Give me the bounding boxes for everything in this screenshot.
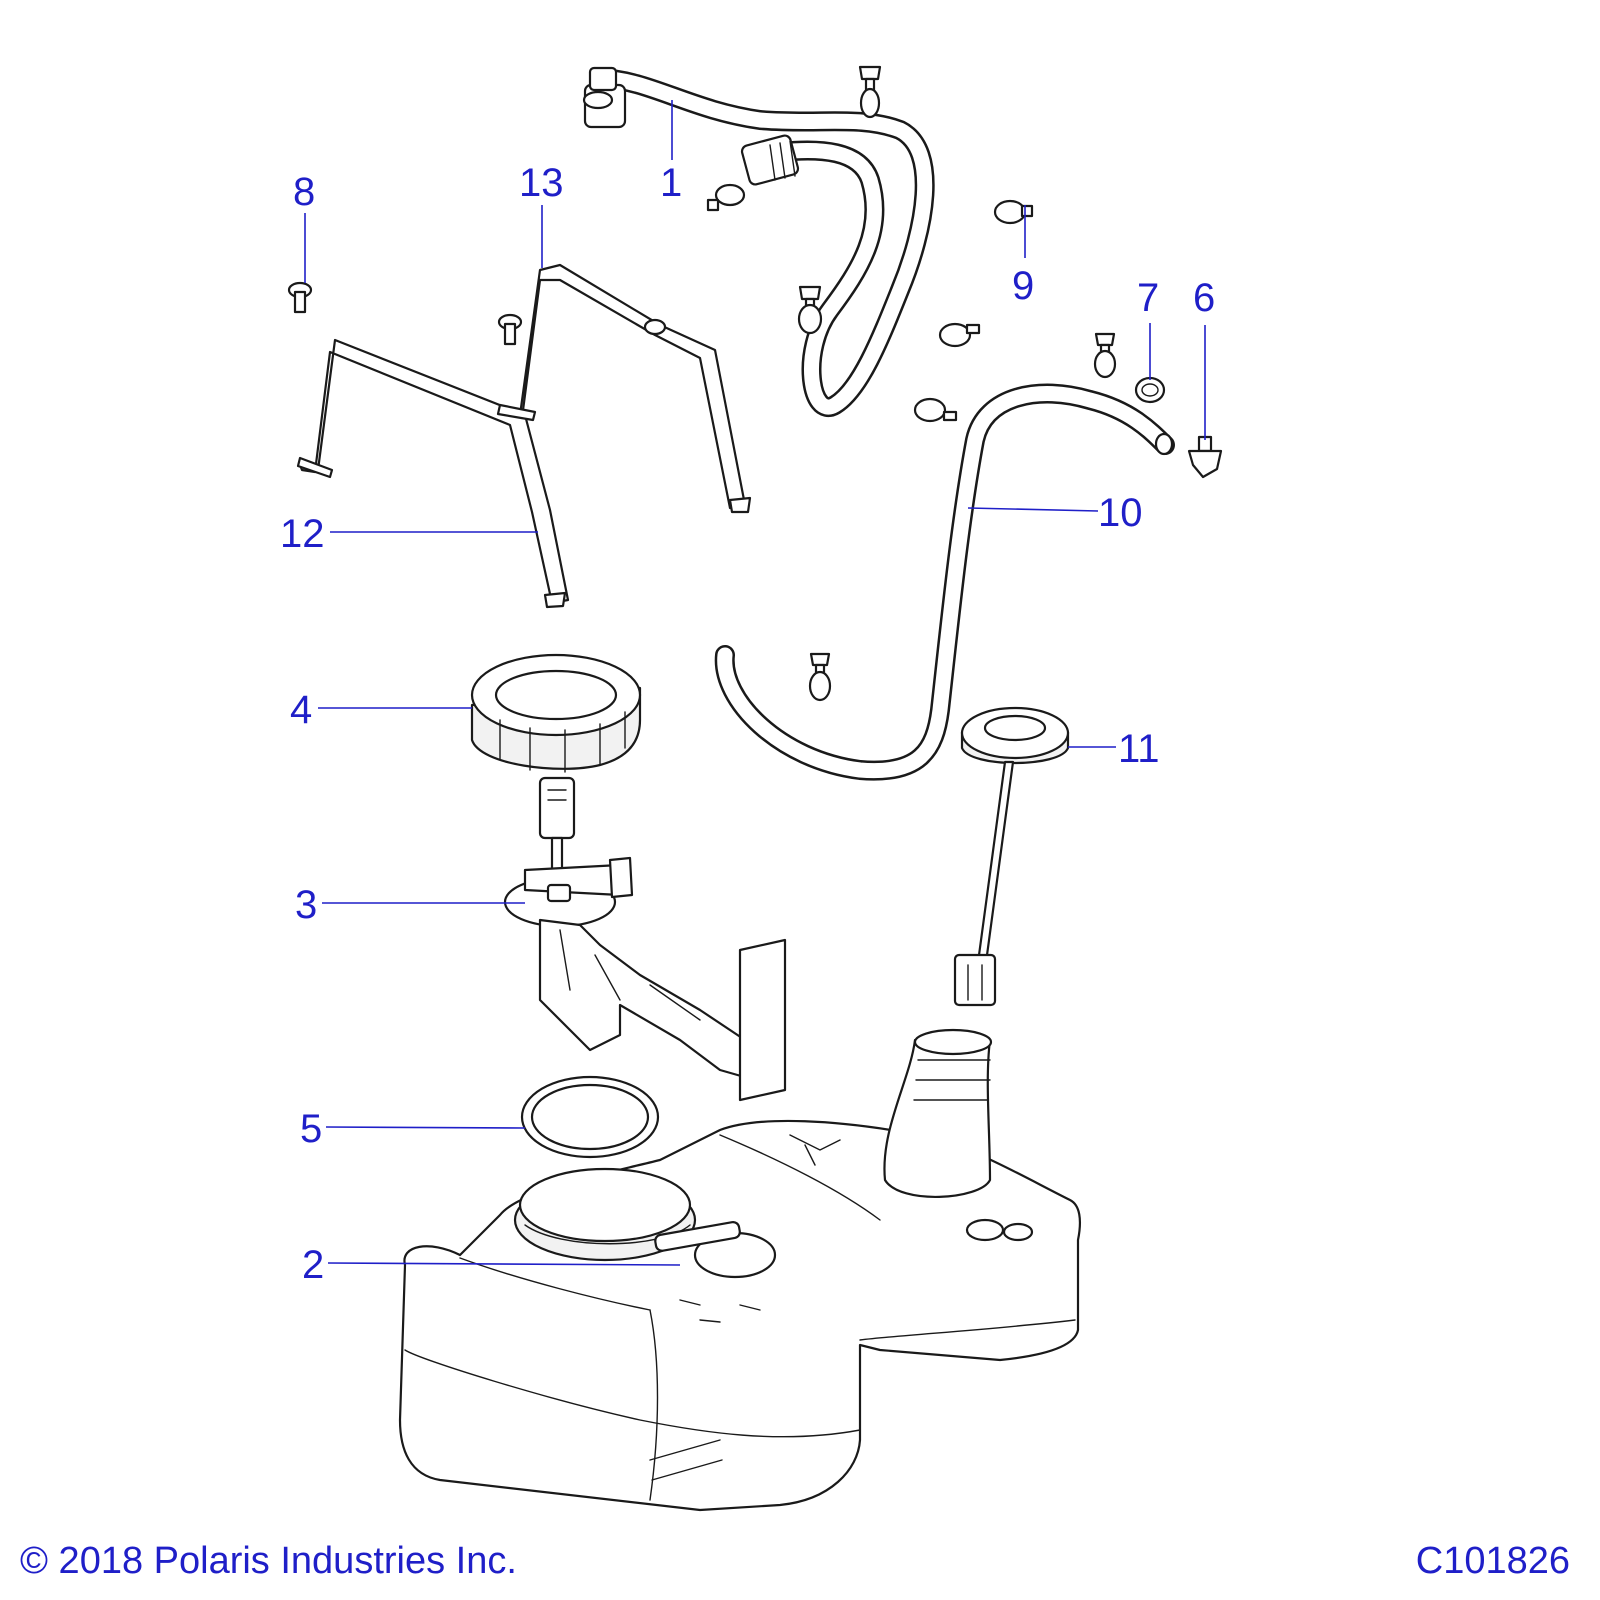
loop-clamp <box>706 183 746 212</box>
callout-12: 12 <box>280 512 325 556</box>
callout-4: 4 <box>290 688 312 732</box>
callout-7: 7 <box>1137 276 1159 320</box>
hose-clamp <box>1134 376 1166 404</box>
loop-clamp <box>913 397 958 423</box>
fuel-tank <box>398 1028 1081 1512</box>
gasket-seal <box>520 1075 660 1159</box>
callout-3: 3 <box>295 883 317 927</box>
callout-6: 6 <box>1193 276 1215 320</box>
push-clip <box>808 652 832 702</box>
bolt <box>287 281 313 314</box>
callout-2: 2 <box>302 1243 324 1287</box>
vent-valve <box>1187 435 1223 479</box>
figure-id: C101826 <box>1415 1540 1570 1582</box>
push-clip <box>858 65 882 119</box>
callout-9: 9 <box>1012 264 1034 308</box>
tank-strap-right <box>496 263 752 514</box>
fuel-hose-assembly <box>582 66 935 417</box>
hose-clip-group <box>706 65 1223 702</box>
push-clip <box>797 285 823 335</box>
push-clip <box>1093 332 1117 379</box>
callout-5: 5 <box>300 1107 322 1151</box>
callout-1: 1 <box>660 161 682 205</box>
vent-hose <box>714 383 1175 781</box>
leader-lines <box>304 100 1206 1266</box>
bolt <box>497 313 523 346</box>
fuel-pump-module <box>503 776 787 1102</box>
callout-10: 10 <box>1098 491 1143 535</box>
leader-10 <box>967 507 1099 512</box>
fuel-level-sender <box>953 706 1070 1007</box>
lock-ring <box>470 653 642 773</box>
loop-clamp <box>938 322 981 348</box>
leader-2 <box>327 1262 681 1266</box>
callout-11: 11 <box>1118 727 1160 771</box>
callout-labels: 1 2 3 4 5 6 7 8 9 10 11 12 13 <box>280 161 1215 1287</box>
callout-8: 8 <box>293 170 315 214</box>
loop-clamp <box>993 199 1034 225</box>
copyright-notice: © 2018 Polaris Industries Inc. <box>20 1540 517 1582</box>
leader-5 <box>325 1126 526 1129</box>
callout-13: 13 <box>519 161 564 205</box>
